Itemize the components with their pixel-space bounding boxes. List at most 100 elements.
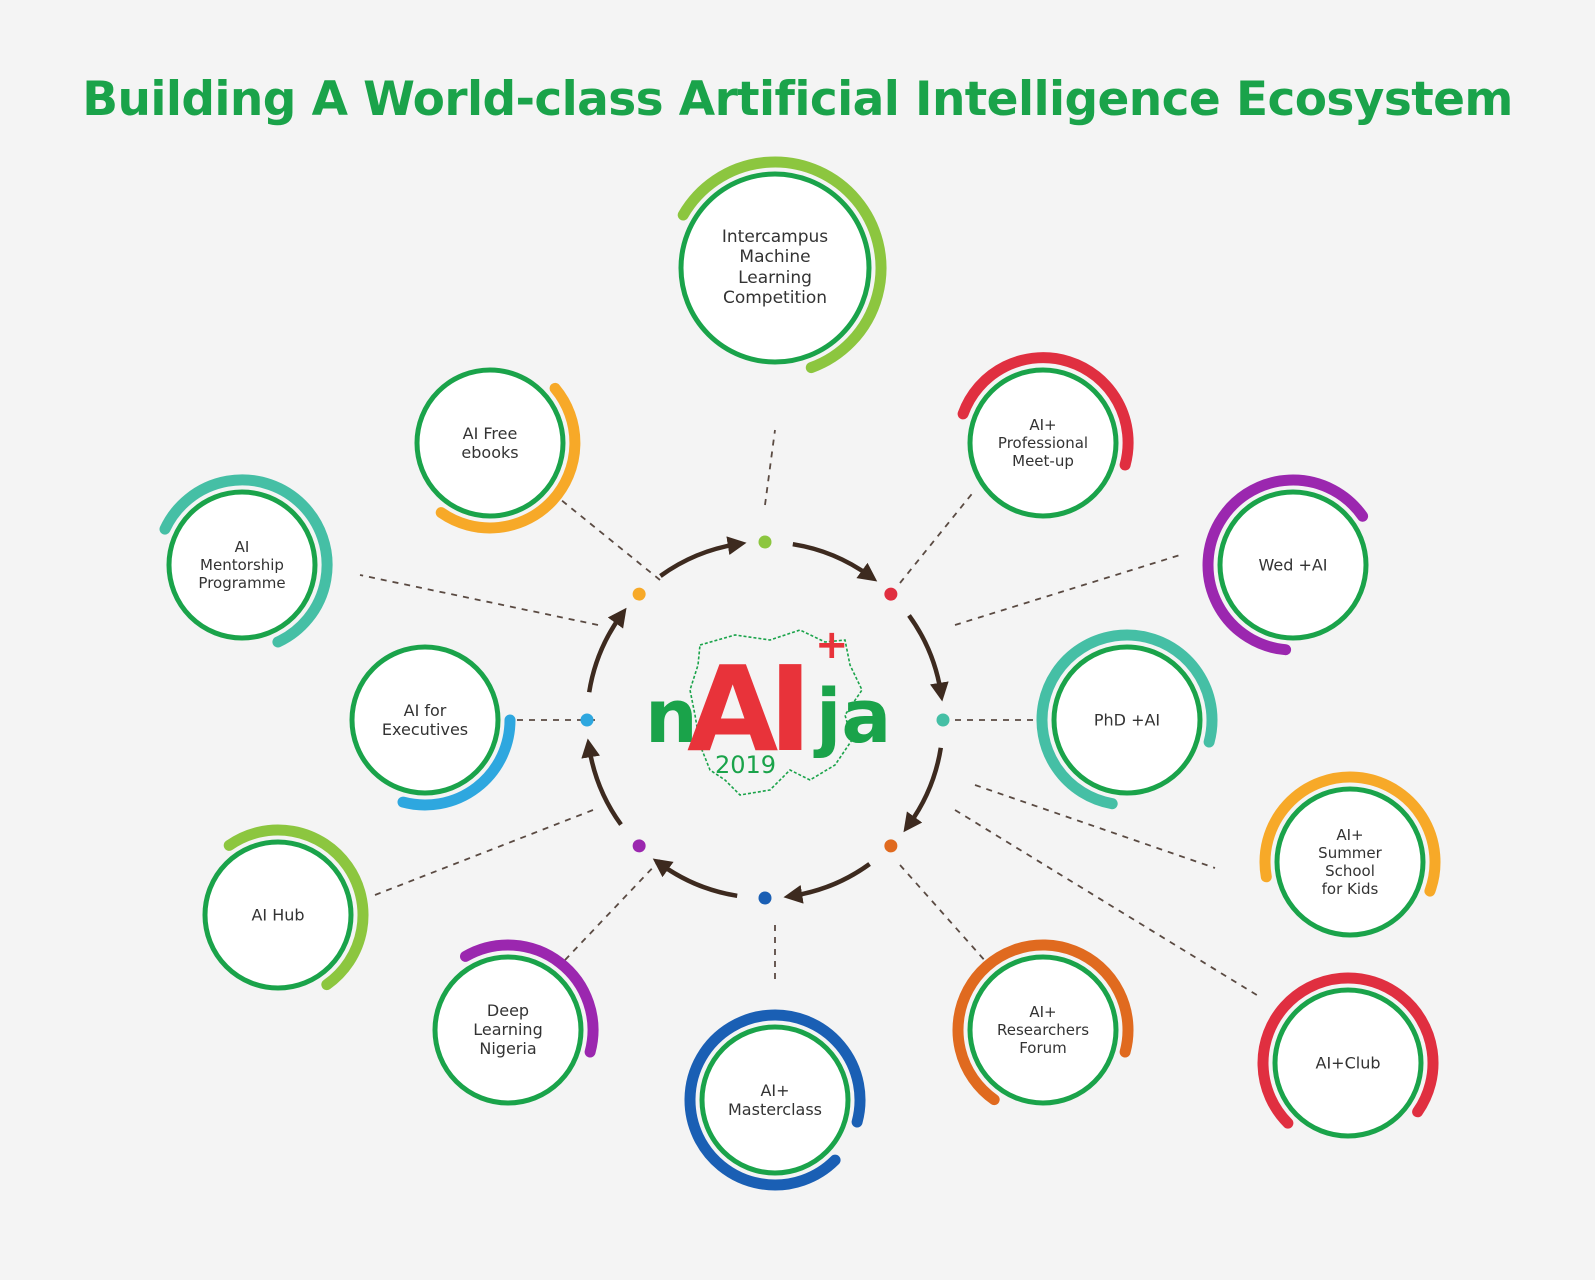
node-label-line: AI+ [760,1080,790,1100]
cycle-ring [581,536,949,904]
node-label-line: for Kids [1321,880,1379,898]
node-circles [159,156,1441,1191]
cycle-arrow [907,614,949,702]
node-label-ai-hub: AI Hub [251,905,304,924]
cycle-arrow [652,858,738,899]
cycle-arrow [903,747,944,833]
node-circle-ai-mentorship [166,489,318,641]
connector-line-wed-ai [954,554,1181,626]
connector-line-deep-learning [564,859,661,961]
node-arc-ai-club [1257,972,1439,1129]
connector-lines [359,429,1261,998]
node-label-line: Masterclass [727,1100,823,1119]
connector-line-professional-meetup [899,489,976,584]
logo-plus-sign: + [815,622,849,668]
logo-letters-ai: AI [687,640,802,778]
node-arc-ai-mentorship [159,474,333,648]
logo-year: 2019 [715,751,776,779]
nigeria-map-outline-icon: n AI ja + 2019 [645,622,891,796]
logo-letter-n: n [645,674,698,760]
node-label-line: Machine [739,247,811,268]
node-label-line: Deep [486,1001,530,1021]
ring-dot-ai-ebooks [632,587,646,601]
node-circle-deep-learning [432,954,584,1106]
ring-dot-phd-ai [936,713,950,727]
cycle-arrow [783,862,871,904]
node-circle-professional-meetup [967,367,1119,519]
node-arc-ai-executives [397,714,516,811]
node-label-line: AI Hub [251,905,305,925]
node-label-line: Forum [1019,1039,1067,1057]
node-circle-masterclass [699,1024,851,1176]
node-circle-wed-ai [1217,489,1369,641]
node-label-line: Learning [473,1020,543,1040]
node-label-line: AI+Club [1315,1053,1381,1073]
ring-dot-intercampus [758,535,772,549]
node-arc-wed-ai [1202,474,1369,656]
connector-line-ai-mentorship [359,574,599,626]
node-arc-phd-ai [1036,629,1218,810]
node-circle-ai-club [1272,987,1424,1139]
node-label-line: AI Free [462,423,518,443]
connector-line-ai-ebooks [554,494,661,581]
node-label-line: AI for [403,700,447,720]
node-circle-summer-school [1274,786,1426,938]
logo-letters-ja: ja [813,674,891,760]
ring-dot-deep-learning [632,839,646,853]
node-label-line: Summer [1318,844,1382,862]
connector-line-intercampus [764,429,776,506]
node-label-ai-club: AI+Club [1316,1053,1381,1072]
node-label-line: Executives [381,720,469,739]
node-arc-summer-school [1259,771,1441,897]
ring-dot-masterclass [758,891,772,905]
cycle-dots [580,535,950,905]
node-circle-ai-hub [202,839,354,991]
node-circle-ai-executives [349,644,501,796]
node-arc-intercampus [677,156,887,374]
node-label-line: Wed +AI [1258,555,1328,575]
connector-line-researchers-forum [899,864,988,964]
node-label-line: Competition [722,288,828,309]
node-label-line: AI+ [1336,826,1364,844]
node-arc-ai-hub [223,824,369,991]
node-label-wed-ai: Wed +AI [1258,555,1327,574]
node-label-phd-ai: PhD +AI [1094,710,1160,729]
node-arc-researchers-forum [952,939,1134,1106]
node-label-line: Intercampus [721,227,829,248]
node-label-line: Professional [997,434,1089,452]
node-label-line: AI [234,538,250,556]
node-arc-ai-ebooks [435,382,581,534]
node-label-line: Programme [198,574,286,592]
node-circle-researchers-forum [967,954,1119,1106]
node-label-line: Mentorship [200,556,284,574]
node-label-line: ebooks [461,443,519,462]
node-label-line: School [1325,862,1375,880]
cycle-arrow [586,607,627,693]
node-arc-professional-meetup [957,352,1134,471]
cycle-arrow [792,541,878,582]
node-label-line: Meet-up [1012,452,1074,470]
cycle-arrow [581,738,623,826]
node-label-line: Learning [738,268,812,288]
node-label-line: Nigeria [479,1039,537,1059]
ring-dot-researchers-forum [884,839,898,853]
cycle-arrow [659,536,747,578]
ring-dot-professional-meetup [884,587,898,601]
node-label-line: Researchers [996,1021,1090,1039]
node-circle-phd-ai [1051,644,1203,796]
node-circle-intercampus [678,171,872,365]
node-label-line: AI+ [1029,1003,1057,1021]
node-arc-masterclass [684,1009,866,1191]
node-label-line: PhD +AI [1093,710,1161,730]
connector-line-ai-hub [374,809,594,896]
